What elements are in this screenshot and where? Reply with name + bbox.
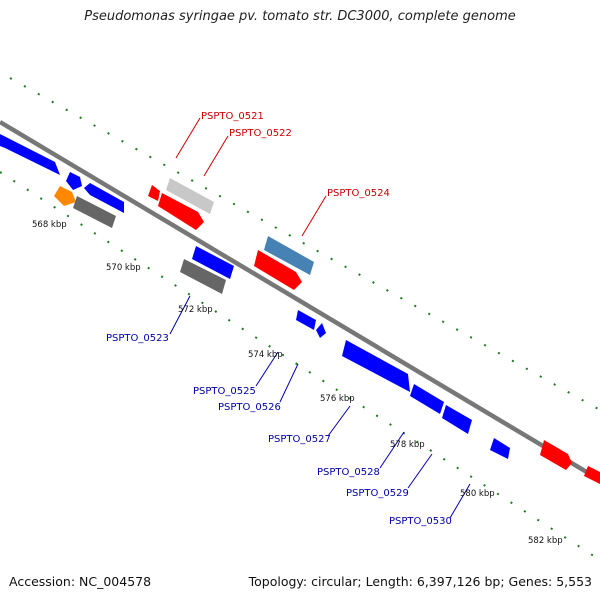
gene-label-0530: PSPTO_0530 [389, 516, 452, 527]
gene-dark [180, 259, 226, 294]
gene-reverse [296, 310, 316, 330]
leader-lines [169, 117, 471, 519]
gene-forward [254, 250, 302, 290]
gene-labels[interactable]: PSPTO_0521 PSPTO_0522 PSPTO_0524 PSPTO_0… [106, 111, 452, 527]
gene-rna [54, 186, 76, 206]
gene-forward [148, 185, 160, 201]
gene-label-0523: PSPTO_0523 [106, 333, 169, 344]
gene-label-0525: PSPTO_0525 [193, 386, 256, 397]
inner-tick-ring [0, 171, 600, 561]
gene-reverse [192, 246, 234, 279]
gene-blocks[interactable] [0, 134, 600, 484]
gene-label-0528: PSPTO_0528 [317, 467, 380, 478]
tick-label: 572 kbp [178, 305, 213, 315]
tick-label: 576 kbp [320, 394, 355, 404]
gene-reverse [316, 323, 326, 338]
gene-forward [540, 440, 572, 470]
gene-reverse [66, 172, 82, 190]
tick-labels: 568 kbp 570 kbp 572 kbp 574 kbp 576 kbp … [32, 220, 563, 546]
outer-tick-ring [9, 77, 600, 411]
gene-pseudo [166, 178, 214, 214]
gene-reverse [442, 405, 472, 434]
tick-label: 570 kbp [106, 263, 141, 273]
tick-label: 582 kbp [528, 536, 563, 546]
gene-label-0521: PSPTO_0521 [201, 111, 264, 122]
gene-reverse [0, 134, 60, 175]
gene-label-0522: PSPTO_0522 [229, 128, 292, 139]
accession-text: Accession: NC_004578 [9, 574, 152, 589]
gene-reverse [84, 183, 124, 213]
gene-reverse [410, 384, 444, 414]
tick-label: 580 kbp [460, 489, 495, 499]
gene-label-0524: PSPTO_0524 [327, 188, 390, 199]
gene-dark [73, 196, 116, 228]
tick-label: 578 kbp [390, 440, 425, 450]
gene-steelblue [264, 236, 314, 275]
gene-label-0527: PSPTO_0527 [268, 434, 331, 445]
map-title: Pseudomonas syringae pv. tomato str. DC3… [84, 9, 516, 24]
gene-label-0526: PSPTO_0526 [218, 402, 281, 413]
gene-reverse [342, 340, 410, 392]
tick-label: 574 kbp [248, 350, 283, 360]
gene-forward [584, 466, 600, 484]
tick-label: 568 kbp [32, 220, 67, 230]
gene-label-0529: PSPTO_0529 [346, 488, 409, 499]
genome-summary-text: Topology: circular; Length: 6,397,126 bp… [248, 574, 592, 589]
gene-reverse [490, 438, 510, 459]
gene-forward [158, 193, 204, 230]
genome-backbone [0, 120, 600, 482]
